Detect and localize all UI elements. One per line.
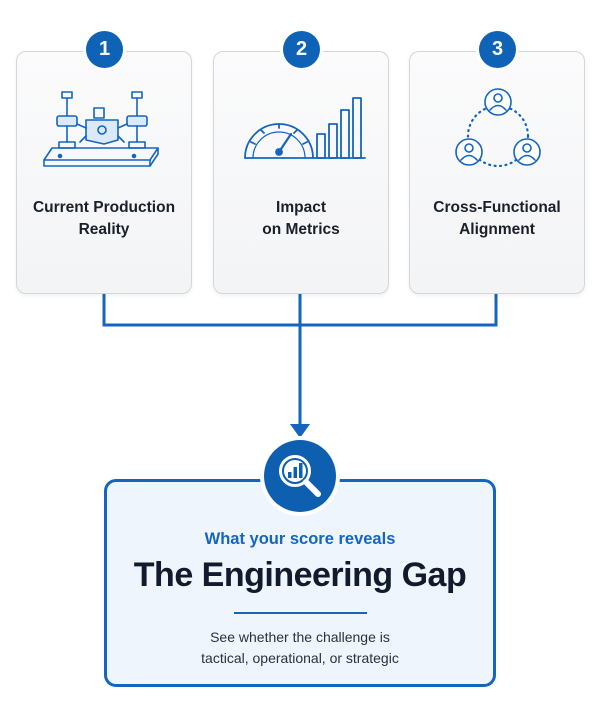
step-card-production: Current Production Reality [16, 51, 192, 294]
step-card-metrics: Impact on Metrics [213, 51, 389, 294]
result-kicker: What your score reveals [204, 530, 396, 548]
step-title: Current Production Reality [32, 199, 176, 238]
divider [234, 612, 367, 614]
result-panel: What your score reveals The Engineering … [104, 479, 496, 687]
step-title: Impact on Metrics [262, 199, 340, 238]
result-headline: The Engineering Gap [133, 556, 467, 594]
step-number-badge: 1 [86, 31, 123, 68]
step-title: Cross-Functional Alignment [433, 199, 561, 238]
arrow-head [290, 424, 310, 438]
step-number-badge: 3 [479, 31, 516, 68]
magnifier-badge [264, 440, 336, 512]
result-description: See whether the challenge is tactical, o… [201, 629, 399, 666]
magnifier-chart-icon [279, 455, 321, 497]
step-number-badge: 2 [283, 31, 320, 68]
team-network-icon [455, 88, 541, 168]
step-card-alignment: Cross-Functional Alignment [409, 51, 585, 294]
gauge-bar-chart-icon [244, 97, 366, 159]
factory-machine-icon [43, 91, 159, 167]
